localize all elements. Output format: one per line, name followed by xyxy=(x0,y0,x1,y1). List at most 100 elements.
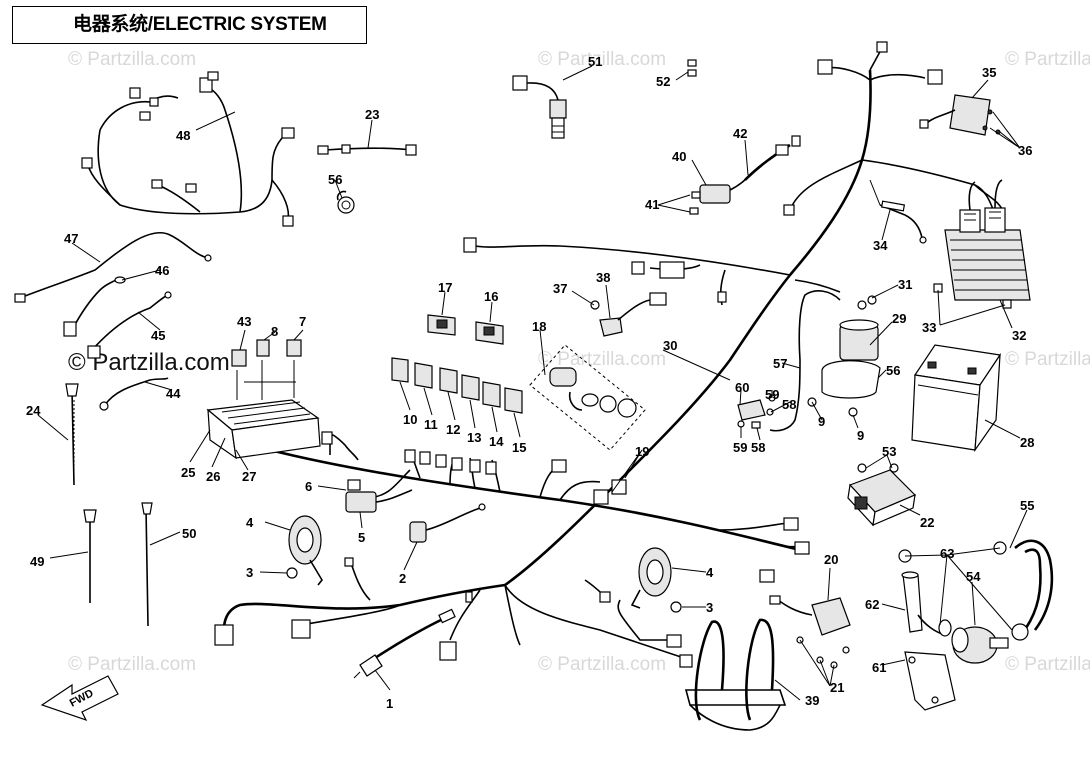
callout-number: 12 xyxy=(446,422,460,437)
callout-number: 46 xyxy=(155,263,169,278)
callout-number: 18 xyxy=(532,319,546,334)
switch-60 xyxy=(737,394,776,429)
flasher-5 xyxy=(345,479,413,513)
sensor-2 xyxy=(409,503,486,543)
bolts-52 xyxy=(687,59,697,77)
regulator-32 xyxy=(933,179,1031,309)
callout-number: 27 xyxy=(242,469,256,484)
watermark: © Partzilla.com xyxy=(538,349,666,370)
callout-number: 29 xyxy=(892,311,906,326)
relay-35 xyxy=(919,94,1001,136)
callout-number: 51 xyxy=(588,54,602,69)
callout-number: 37 xyxy=(553,281,567,296)
horns xyxy=(286,515,682,613)
callout-number: 19 xyxy=(635,444,649,459)
leader-lines xyxy=(37,65,1028,701)
watermark: © Partzilla.com xyxy=(68,49,196,70)
battery-28 xyxy=(911,344,1002,453)
fuel-pump-54 xyxy=(898,539,1054,711)
callout-number: 55 xyxy=(1020,498,1034,513)
callout-number: 56 xyxy=(328,172,342,187)
watermarks: © Partzilla.com © Partzilla.com © Partzi… xyxy=(68,49,1090,675)
callout-number: 59 xyxy=(733,440,747,455)
callout-number: 23 xyxy=(365,107,379,122)
callout-number: 17 xyxy=(438,280,452,295)
callouts: 1 2 3 3 4 4 5 6 7 8 9 9 10 11 12 13 14 1… xyxy=(26,54,1034,711)
sensor-51 xyxy=(512,75,567,139)
kit-18 xyxy=(529,344,646,451)
callout-number: 5 xyxy=(358,530,365,545)
callout-number: 54 xyxy=(966,569,981,584)
callout-number: 25 xyxy=(181,465,195,480)
main-wiring-harness xyxy=(214,41,1006,668)
callout-number: 43 xyxy=(237,314,251,329)
callout-number: 22 xyxy=(920,515,934,530)
callout-number: 2 xyxy=(399,571,406,586)
callout-number: 24 xyxy=(26,403,41,418)
callout-number: 28 xyxy=(1020,435,1034,450)
callout-number: 49 xyxy=(30,554,44,569)
bracket-39 xyxy=(684,618,787,731)
sensor-40-42 xyxy=(689,135,801,215)
watermark: © Partzilla.com xyxy=(68,654,196,675)
callout-number: 6 xyxy=(305,479,312,494)
callout-number: 13 xyxy=(467,430,481,445)
callout-number: 35 xyxy=(982,65,996,80)
callout-number: 52 xyxy=(656,74,670,89)
sensor-38 xyxy=(590,292,667,337)
ecu-22 xyxy=(847,463,917,527)
callout-number: 21 xyxy=(830,680,844,695)
watermark: © Partzilla.com xyxy=(538,654,666,675)
callout-number: 4 xyxy=(706,565,714,580)
callout-number: 38 xyxy=(596,270,610,285)
callout-number: 47 xyxy=(64,231,78,246)
callout-number: 56 xyxy=(886,363,900,378)
starter-relay-29 xyxy=(769,290,881,432)
callout-number: 4 xyxy=(246,515,254,530)
callout-number: 39 xyxy=(805,693,819,708)
callout-number: 16 xyxy=(484,289,498,304)
callout-number: 40 xyxy=(672,149,686,164)
callout-number: 3 xyxy=(706,600,713,615)
callout-number: 53 xyxy=(882,444,896,459)
cable-23 xyxy=(317,144,417,156)
callout-number: 60 xyxy=(735,380,749,395)
callout-number: 32 xyxy=(1012,328,1026,343)
loose-wires xyxy=(14,232,212,411)
clamp-56 xyxy=(336,190,355,214)
callout-number: 20 xyxy=(824,552,838,567)
callout-number: 48 xyxy=(176,128,190,143)
callout-number: 11 xyxy=(424,417,438,432)
callout-number: 62 xyxy=(865,597,879,612)
callout-number: 9 xyxy=(818,414,825,429)
callout-number: 15 xyxy=(512,440,526,455)
callout-number: 9 xyxy=(857,428,864,443)
cable-ties xyxy=(65,383,153,627)
callout-number: 33 xyxy=(922,320,936,335)
callout-number: 63 xyxy=(940,546,954,561)
callout-number: 14 xyxy=(489,434,504,449)
callout-number: 1 xyxy=(386,696,393,711)
callout-number: 26 xyxy=(206,469,220,484)
callout-number: 50 xyxy=(182,526,196,541)
callout-number: 36 xyxy=(1018,143,1032,158)
callout-number: 61 xyxy=(872,660,886,675)
harness-48 xyxy=(81,71,295,227)
callout-number: 57 xyxy=(773,356,787,371)
callout-number: 41 xyxy=(645,197,659,212)
callout-number: 30 xyxy=(663,338,677,353)
callout-number: 44 xyxy=(166,386,181,401)
relays xyxy=(391,314,523,414)
callout-number: 8 xyxy=(271,324,278,339)
callout-number: 34 xyxy=(873,238,888,253)
fuse-box xyxy=(206,339,359,461)
watermark: © Partzilla.com xyxy=(1005,654,1090,675)
watermark: © Partzilla.com xyxy=(1005,49,1090,70)
sensor-1 xyxy=(353,608,456,679)
callout-number: 42 xyxy=(733,126,747,141)
callout-number: 59 xyxy=(765,387,779,402)
callout-number: 58 xyxy=(751,440,765,455)
callout-number: 7 xyxy=(299,314,306,329)
